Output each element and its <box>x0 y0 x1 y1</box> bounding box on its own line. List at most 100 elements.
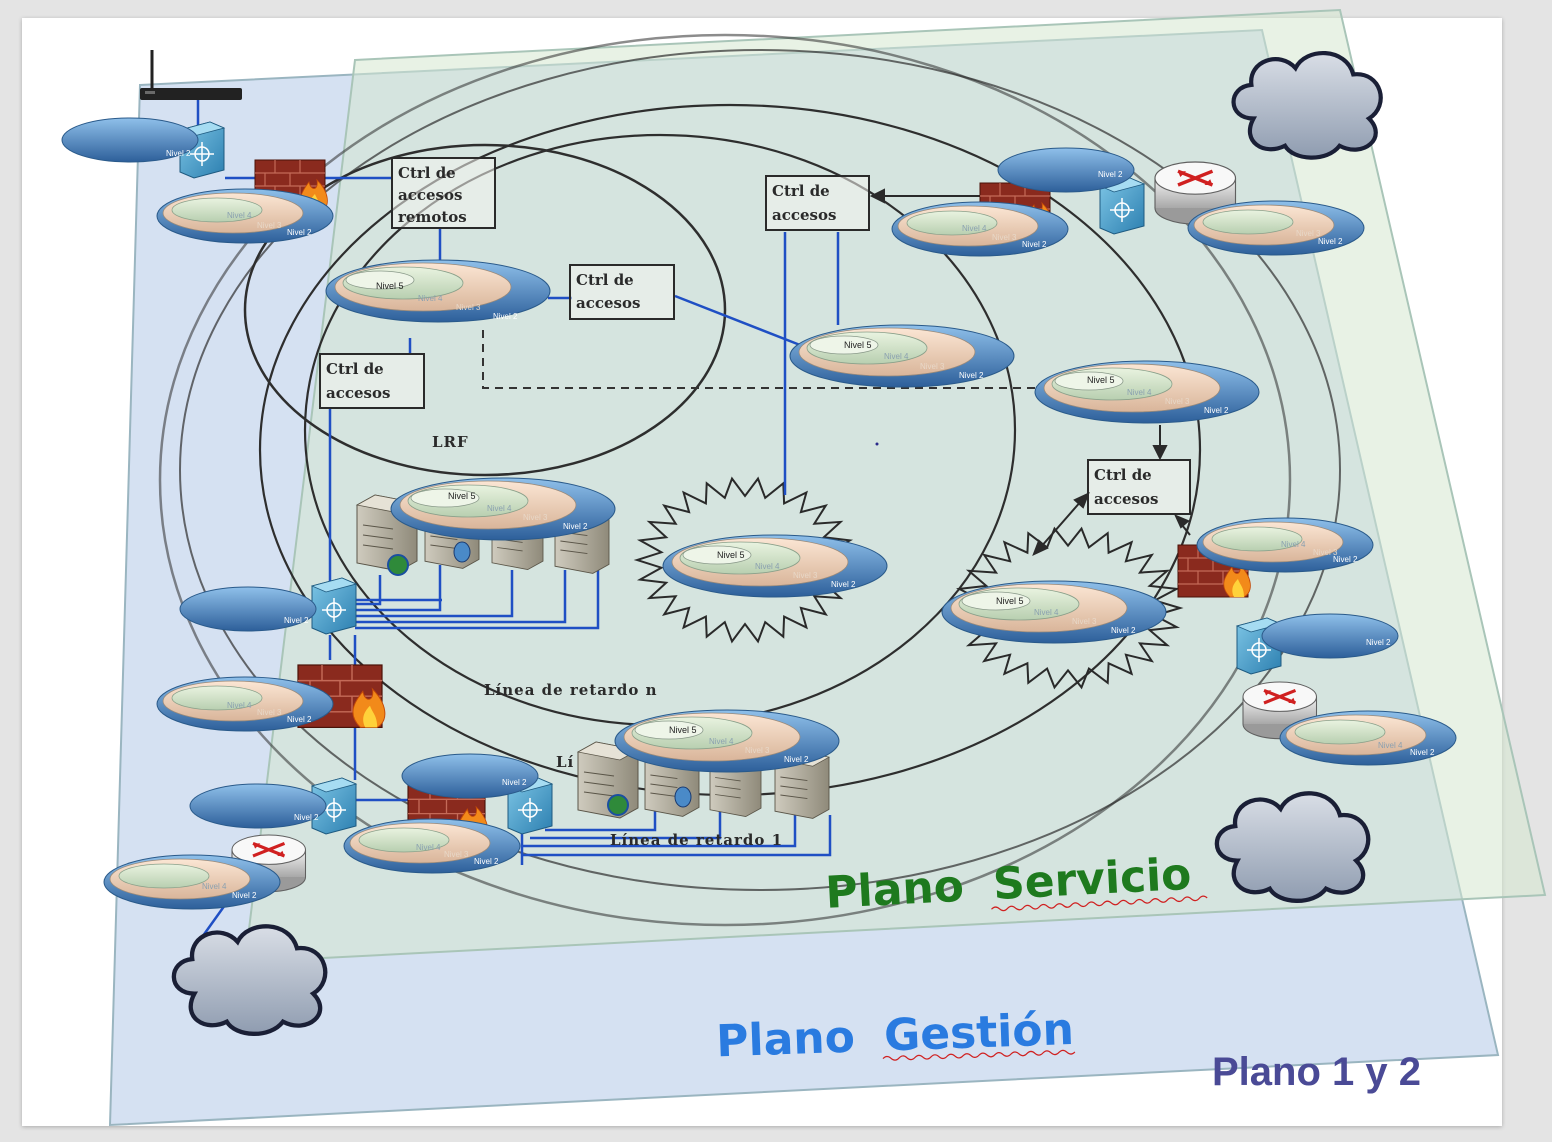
level-stack-5: Nivel 5 Nivel 4 Nivel 3 Nivel 2 <box>614 709 840 773</box>
level-stack-4: Nivel 3 Nivel 2 <box>1187 200 1365 256</box>
arrows <box>869 188 1191 556</box>
label-lrf: LRF <box>432 433 469 451</box>
svg-text:Nivel 4: Nivel 4 <box>1281 540 1306 549</box>
svg-text:accesos: accesos <box>576 294 640 312</box>
box-ctrl-access-top: Ctrl de accesos <box>765 175 870 231</box>
level-stack-5: Nivel 5 Nivel 4 Nivel 3 Nivel 2 <box>1034 360 1260 424</box>
svg-text:Nivel 2: Nivel 2 <box>1098 170 1123 179</box>
svg-text:Nivel 3: Nivel 3 <box>444 850 469 859</box>
database-icon <box>453 541 471 563</box>
svg-text:Nivel 2: Nivel 2 <box>784 755 809 764</box>
svg-text:Nivel 4: Nivel 4 <box>202 882 227 891</box>
svg-text:Ctrl de: Ctrl de <box>326 360 384 378</box>
svg-text:Nivel 2: Nivel 2 <box>1111 626 1136 635</box>
svg-text:Nivel 4: Nivel 4 <box>962 224 987 233</box>
svg-text:Nivel 2: Nivel 2 <box>502 778 527 787</box>
svg-text:Nivel 2: Nivel 2 <box>1204 406 1229 415</box>
svg-text:Nivel 3: Nivel 3 <box>992 233 1017 242</box>
svg-text:Nivel 2: Nivel 2 <box>166 149 191 158</box>
network-links <box>196 100 840 941</box>
level-stack-2: Nivel 2 <box>997 147 1135 193</box>
label-plano-1-y-2: Plano 1 y 2 <box>1212 1050 1421 1094</box>
svg-text:Nivel 3: Nivel 3 <box>1072 617 1097 626</box>
level-stack-4: Nivel 4 Nivel 3 Nivel 2 <box>1196 517 1374 573</box>
label-delay-1-partial: Lí <box>556 753 574 771</box>
svg-text:Ctrl de: Ctrl de <box>772 182 830 200</box>
wireless-router-icon <box>140 50 242 100</box>
level-stack-4: Nivel 4 Nivel 3 Nivel 2 <box>891 201 1069 257</box>
svg-text:Nivel 2: Nivel 2 <box>474 857 499 866</box>
svg-text:Nivel 3: Nivel 3 <box>456 303 481 312</box>
svg-text:Nivel 5: Nivel 5 <box>669 725 697 735</box>
svg-text:Nivel 3: Nivel 3 <box>793 571 818 580</box>
svg-text:Nivel 2: Nivel 2 <box>1410 748 1435 757</box>
svg-text:Nivel 4: Nivel 4 <box>755 562 780 571</box>
svg-text:Nivel 4: Nivel 4 <box>1378 741 1403 750</box>
box-ctrl-access-right: Ctrl de accesos <box>1087 459 1191 515</box>
box-ctrl-remote-line1: Ctrl de <box>398 164 456 182</box>
globe-icon <box>387 554 409 576</box>
dot <box>875 442 879 446</box>
database-icon <box>674 786 692 808</box>
box-ctrl-remote: Ctrl de accesos remotos <box>391 157 496 229</box>
svg-text:Nivel 3: Nivel 3 <box>920 362 945 371</box>
svg-text:Nivel 2: Nivel 2 <box>284 616 309 625</box>
svg-text:Nivel 2: Nivel 2 <box>1022 240 1047 249</box>
level-stack-5: Nivel 5 Nivel 4 Nivel 3 Nivel 2 <box>325 259 551 323</box>
svg-text:Nivel 4: Nivel 4 <box>709 737 734 746</box>
switch-icon <box>311 577 357 635</box>
svg-text:Nivel 2: Nivel 2 <box>1318 237 1343 246</box>
svg-text:Nivel 2: Nivel 2 <box>287 715 312 724</box>
level-stack-4: Nivel 4 Nivel 2 <box>1279 710 1457 766</box>
level-stack-4: Nivel 4 Nivel 3 Nivel 2 <box>343 818 521 874</box>
svg-text:Nivel 4: Nivel 4 <box>227 701 252 710</box>
svg-text:Nivel 2: Nivel 2 <box>1366 638 1391 647</box>
svg-text:Plano Servicio: Plano Servicio <box>824 849 1192 919</box>
label-delay-1: Línea de retardo 1 <box>610 831 783 849</box>
box-ctrl-access-left: Ctrl de accesos <box>319 353 425 409</box>
svg-text:Nivel 5: Nivel 5 <box>376 281 404 291</box>
svg-text:Nivel 5: Nivel 5 <box>844 340 872 350</box>
level-stack-2: Nivel 2 <box>1261 613 1399 659</box>
svg-text:accesos: accesos <box>772 206 836 224</box>
svg-text:Nivel 3: Nivel 3 <box>257 708 282 717</box>
level-stack-5: Nivel 5 Nivel 4 Nivel 3 Nivel 2 <box>390 477 616 541</box>
svg-text:accesos: accesos <box>1094 490 1158 508</box>
svg-text:Ctrl de: Ctrl de <box>576 271 634 289</box>
svg-text:Nivel 4: Nivel 4 <box>487 504 512 513</box>
level-stack-2: Nivel 2 <box>61 117 199 163</box>
svg-text:Nivel 2: Nivel 2 <box>287 228 312 237</box>
box-ctrl-remote-line3: remotos <box>398 208 467 226</box>
dashed-link <box>482 330 1045 389</box>
cloud-icon <box>1234 53 1381 158</box>
svg-text:Nivel 5: Nivel 5 <box>448 491 476 501</box>
svg-text:accesos: accesos <box>326 384 390 402</box>
level-stack-2: Nivel 2 <box>179 586 317 632</box>
svg-text:Nivel 4: Nivel 4 <box>227 211 252 220</box>
level-stack-4: Nivel 4 Nivel 3 Nivel 2 <box>156 676 334 732</box>
level-stack-2: Nivel 2 <box>189 783 327 829</box>
svg-text:Nivel 3: Nivel 3 <box>745 746 770 755</box>
svg-text:Nivel 2: Nivel 2 <box>959 371 984 380</box>
label-plano-servicio: Plano Servicio <box>824 849 1208 919</box>
svg-text:Nivel 4: Nivel 4 <box>416 843 441 852</box>
svg-text:Nivel 3: Nivel 3 <box>523 513 548 522</box>
level-stack-4: Nivel 4 Nivel 2 <box>103 854 281 910</box>
svg-text:Ctrl de: Ctrl de <box>1094 466 1152 484</box>
globe-icon <box>607 794 629 816</box>
svg-text:Nivel 5: Nivel 5 <box>996 596 1024 606</box>
starburst-left <box>633 476 857 644</box>
svg-text:Plano Gestión: Plano Gestión <box>715 1004 1074 1067</box>
svg-text:Nivel 2: Nivel 2 <box>831 580 856 589</box>
label-delay-n: Línea de retardo n <box>484 681 658 699</box>
svg-text:Nivel 5: Nivel 5 <box>717 550 745 560</box>
svg-text:Nivel 4: Nivel 4 <box>418 294 443 303</box>
svg-text:Nivel 3: Nivel 3 <box>257 221 282 230</box>
svg-text:Nivel 2: Nivel 2 <box>232 891 257 900</box>
level-stack-4: Nivel 4 Nivel 3 Nivel 2 <box>156 188 334 244</box>
level-stack-5: Nivel 5 Nivel 4 Nivel 3 Nivel 2 <box>662 534 888 598</box>
svg-text:Nivel 2: Nivel 2 <box>563 522 588 531</box>
svg-text:Nivel 4: Nivel 4 <box>1034 608 1059 617</box>
svg-text:Nivel 3: Nivel 3 <box>1313 548 1338 557</box>
